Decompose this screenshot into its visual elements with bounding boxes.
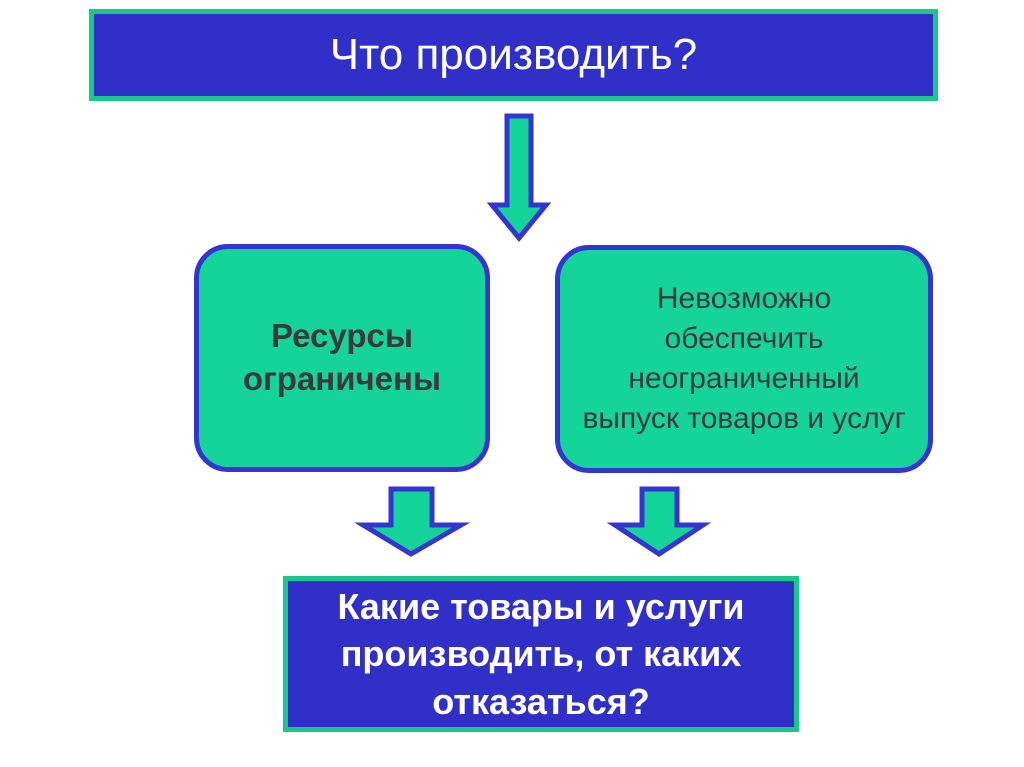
arrow-down-top — [486, 113, 552, 242]
limited-resources-text: Ресурсы ограничены — [242, 317, 442, 397]
choice-question-box: Какие товары и услуги производить, от ка… — [283, 576, 799, 732]
limited-resources-box: Ресурсы ограничены — [194, 244, 490, 472]
question-box: Что производить? — [89, 9, 938, 101]
unlimited-output-impossible-text: Невозможно обеспечить неограниченный вып… — [582, 282, 906, 435]
unlimited-output-impossible-box: Невозможно обеспечить неограниченный вып… — [555, 245, 933, 473]
question-text: Что производить? — [329, 30, 698, 79]
arrow-down-left — [354, 486, 471, 557]
arrow-down-right — [606, 486, 712, 557]
choice-question-text: Какие товары и услуги производить, от ка… — [337, 585, 745, 722]
